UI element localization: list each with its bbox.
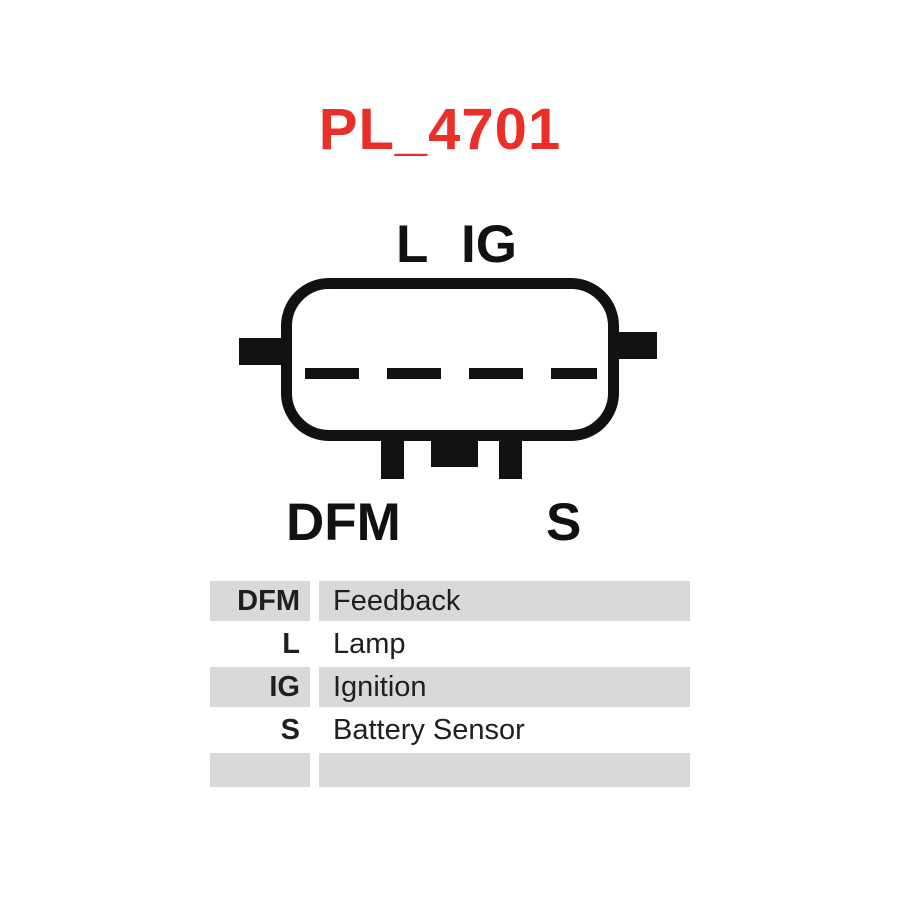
connector-tab-left-icon xyxy=(239,338,285,365)
table-row: IG Ignition xyxy=(210,667,690,707)
description-cell xyxy=(319,753,690,787)
column-gap xyxy=(310,667,319,707)
connector-dashed-line-icon xyxy=(305,368,597,379)
table-row: L Lamp xyxy=(210,624,690,664)
pin-cell: DFM xyxy=(210,581,310,621)
pin-label-ig: IG xyxy=(461,215,517,274)
pin-cell: IG xyxy=(210,667,310,707)
table-row: DFM Feedback xyxy=(210,581,690,621)
connector-pin-left-icon xyxy=(381,436,404,479)
description-cell: Battery Sensor xyxy=(333,714,525,746)
connector-pin-middle-icon xyxy=(431,436,478,467)
column-gap xyxy=(310,581,319,621)
connector-tab-right-icon xyxy=(614,332,657,359)
pin-label-dfm: DFM xyxy=(286,493,401,552)
connector-pin-right-icon xyxy=(499,436,522,479)
pin-cell xyxy=(210,753,310,787)
table-row: S Battery Sensor xyxy=(210,710,690,750)
pin-label-s: S xyxy=(546,493,582,552)
description-cell: Feedback xyxy=(319,581,690,621)
description-cell: Lamp xyxy=(333,628,406,660)
pin-cell: S xyxy=(280,714,300,746)
pin-cell: L xyxy=(282,628,300,660)
connector-body-icon xyxy=(281,278,619,441)
description-cell: Ignition xyxy=(319,667,690,707)
column-gap xyxy=(310,710,319,750)
table-row xyxy=(210,753,690,787)
column-gap xyxy=(310,624,319,664)
column-gap xyxy=(310,753,319,787)
pin-legend-table: DFM Feedback L Lamp IG Ignition S Batter… xyxy=(210,581,690,790)
pin-label-l: L xyxy=(396,215,429,274)
part-number-title: PL_4701 xyxy=(318,97,562,162)
